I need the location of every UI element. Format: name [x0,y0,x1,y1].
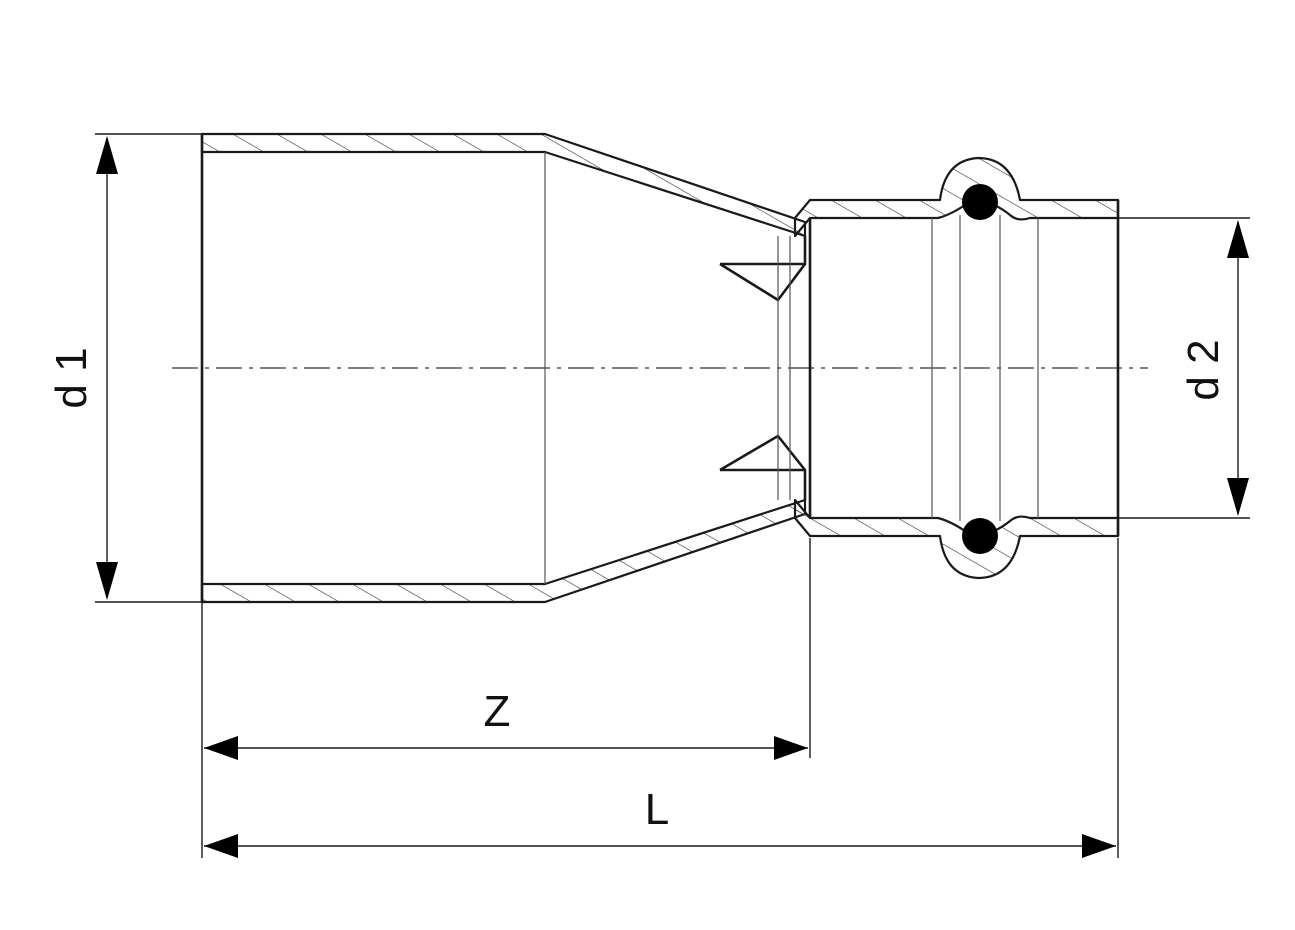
dimension-d1 [96,136,118,600]
dimension-d2 [1227,220,1249,516]
large-socket [200,132,807,604]
label-d2: d 2 [1179,339,1228,400]
label-l: L [645,785,669,834]
extension-lines [95,133,1250,858]
dimension-l [204,834,1116,858]
press-end [793,156,1120,580]
dimension-z [204,736,808,760]
pipe-stop [719,236,807,500]
label-z: Z [484,687,511,736]
label-d1: d 1 [47,347,96,408]
o-ring-bottom [962,518,998,554]
o-ring-top [962,184,998,220]
